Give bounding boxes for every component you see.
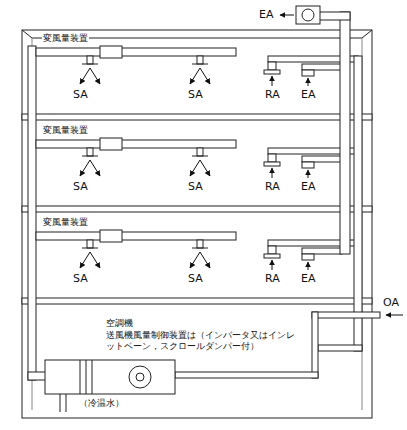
airflow-label: SA (187, 272, 204, 285)
airflow-label: SA (187, 88, 204, 101)
airflow-label: RA (264, 272, 281, 285)
outlet-label: EA (258, 8, 274, 21)
device-label: 変風量装置 (42, 125, 89, 136)
airflow-label: SA (72, 88, 89, 101)
note-text: 送風機風量制御装置は（インバータ又はインレットベーン，スクロールダンパー付） (105, 330, 297, 352)
airflow-label: SA (72, 180, 89, 193)
equipment-label: 空調機 (105, 318, 134, 329)
exhaust-riser (340, 12, 350, 254)
air-arrows (80, 15, 403, 315)
device-label: 変風量装置 (42, 217, 89, 228)
supply-riser (28, 46, 36, 380)
device-label: 変風量装置 (42, 33, 89, 44)
exhaust-fan (296, 6, 320, 24)
airflow-label: RA (264, 88, 281, 101)
airflow-label: EA (300, 180, 316, 193)
oa-duct (312, 312, 380, 318)
airflow-label: SA (72, 272, 89, 285)
medium-label: （冷温水） (78, 398, 125, 409)
building-outline (22, 30, 372, 418)
airflow-label: EA (300, 272, 316, 285)
floor-slab (22, 298, 372, 304)
floor-slab (22, 206, 372, 212)
return-riser (354, 56, 362, 351)
air-handling-unit (45, 360, 175, 394)
airflow-label: RA (264, 180, 281, 193)
airflow-label: EA (300, 88, 316, 101)
inlet-label: OA (382, 296, 400, 309)
airflow-label: SA (187, 180, 204, 193)
floor-slab (22, 114, 372, 120)
